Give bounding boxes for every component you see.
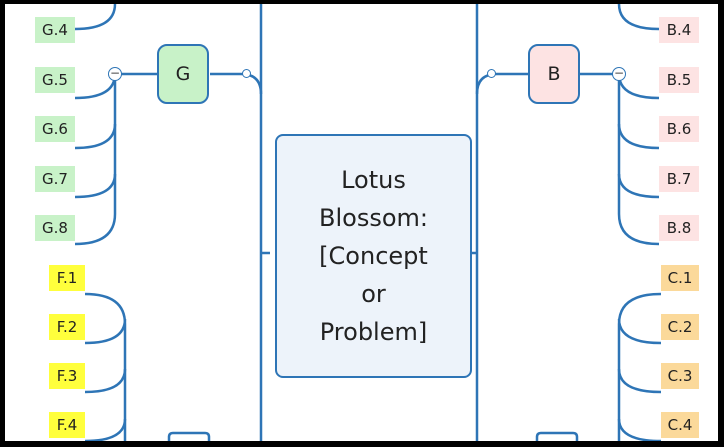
connector-lines bbox=[74, 4, 662, 441]
g-branch-trunk bbox=[74, 74, 117, 246]
collapse-toggle-b[interactable]: − bbox=[612, 66, 626, 81]
f-branch-f4 bbox=[84, 418, 127, 441]
leaf-f1[interactable]: F.1 bbox=[49, 265, 85, 291]
g-hub-to-column bbox=[210, 72, 263, 95]
leaf-b4[interactable]: B.4 bbox=[659, 17, 699, 43]
bottom-right-hub-partial bbox=[535, 431, 579, 441]
c-branch-trunk bbox=[617, 292, 662, 441]
hub-b[interactable]: B bbox=[528, 44, 580, 104]
leaf-g6[interactable]: G.6 bbox=[35, 116, 75, 142]
bottom-left-hub-partial bbox=[167, 431, 211, 441]
collapse-toggle-g[interactable]: − bbox=[108, 66, 122, 81]
b-branch-b7 bbox=[617, 173, 660, 199]
f-branch-f3 bbox=[84, 368, 127, 394]
leaf-c4[interactable]: C.4 bbox=[661, 412, 699, 438]
b-branch-b4 bbox=[617, 4, 660, 31]
leaf-b5[interactable]: B.5 bbox=[659, 67, 699, 93]
c-branch-c3 bbox=[617, 368, 662, 394]
leaf-f4[interactable]: F.4 bbox=[49, 412, 85, 438]
leaf-g7[interactable]: G.7 bbox=[35, 166, 75, 192]
leaf-c2[interactable]: C.2 bbox=[661, 314, 699, 340]
leaf-c1[interactable]: C.1 bbox=[661, 265, 699, 291]
leaf-f3[interactable]: F.3 bbox=[49, 363, 85, 389]
leaf-g5[interactable]: G.5 bbox=[35, 67, 75, 93]
f-branch-trunk bbox=[84, 292, 127, 441]
b-branch-b6 bbox=[617, 123, 660, 150]
f-branch-f2 bbox=[84, 318, 127, 345]
leaf-b7[interactable]: B.7 bbox=[659, 166, 699, 192]
leaf-b6[interactable]: B.6 bbox=[659, 116, 699, 142]
b-branch-trunk bbox=[617, 74, 660, 246]
g-branch-g6 bbox=[74, 123, 117, 150]
leaf-f2[interactable]: F.2 bbox=[49, 314, 85, 340]
connector-knob-g[interactable] bbox=[242, 69, 251, 78]
central-topic[interactable]: Lotus Blossom: [Concept or Problem] bbox=[275, 134, 472, 378]
diagram-frame: G.4 G.5 G.6 G.7 G.8 B.4 B.5 B.6 B.7 B.8 … bbox=[5, 4, 718, 441]
connector-knob-b[interactable] bbox=[487, 69, 496, 78]
leaf-b8[interactable]: B.8 bbox=[659, 215, 699, 241]
leaf-c3[interactable]: C.3 bbox=[661, 363, 699, 389]
g-branch-g4 bbox=[74, 4, 117, 31]
hub-g[interactable]: G bbox=[157, 44, 209, 104]
c-branch-c4 bbox=[617, 418, 662, 441]
g-branch-g7 bbox=[74, 173, 117, 199]
b-hub-to-column bbox=[475, 72, 528, 95]
leaf-g8[interactable]: G.8 bbox=[35, 215, 75, 241]
central-topic-text: Lotus Blossom: [Concept or Problem] bbox=[319, 166, 428, 346]
leaf-g4[interactable]: G.4 bbox=[35, 17, 75, 43]
c-branch-c2 bbox=[617, 318, 662, 345]
